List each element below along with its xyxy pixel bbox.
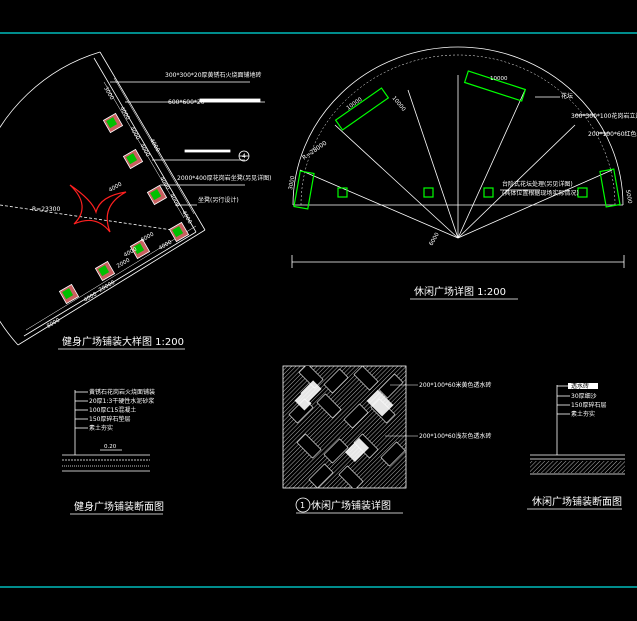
svg-text:4000: 4000 [168, 193, 180, 209]
svg-text:4000: 4000 [83, 291, 99, 303]
svg-text:4000: 4000 [128, 126, 140, 142]
label-bottom: 坐凳(另行设计) [198, 196, 239, 204]
paving-pattern [282, 365, 418, 489]
label-radius-right: R=28000 [301, 140, 328, 162]
label-top2: 600*600*20 [168, 99, 205, 106]
arc-planters [293, 70, 621, 210]
semicircle-arc [292, 46, 624, 206]
leisure-section [530, 385, 625, 475]
svg-text:素土夯实: 素土夯实 [89, 424, 113, 432]
leisure-plaza-plan [291, 46, 625, 268]
left-planters [58, 112, 190, 305]
svg-text:20000: 20000 [98, 280, 117, 294]
marker-number: 4 [242, 153, 246, 160]
svg-text:3000: 3000 [288, 175, 296, 190]
label-r2: 300*300*100花岗岩立边 [571, 112, 637, 120]
tree-star-icon [69, 184, 127, 233]
radius-line [0, 204, 187, 233]
svg-text:2000: 2000 [116, 257, 132, 269]
svg-text:6000: 6000 [140, 231, 156, 243]
left-section-title: 健身广场铺装断面图 [74, 500, 164, 513]
svg-text:6000: 6000 [429, 231, 441, 247]
left-plan-title: 健身广场铺装大样图 1:200 [62, 335, 184, 348]
svg-text:8000: 8000 [46, 317, 62, 329]
label-inner1: 台阶式花坛处理(另见详图) [502, 180, 573, 188]
label-radius: R=23300 [32, 206, 60, 213]
label-r3: 200*100*60红色透水砖 [588, 130, 637, 138]
fitness-plaza-plan [0, 51, 265, 346]
svg-text:透水砖: 透水砖 [571, 382, 589, 390]
right-dimensions: 10000 10000 10000 3000 5000 6000 [288, 76, 632, 247]
svg-text:4000: 4000 [118, 106, 130, 122]
label-mid: 2000*400厚花岗岩坐凳(另见详图) [177, 174, 271, 182]
svg-text:5000: 5000 [624, 189, 632, 204]
right-section-title: 休闲广场铺装断面图 [532, 495, 622, 508]
svg-text:0.20: 0.20 [104, 444, 117, 450]
svg-text:黄锈石花岗岩火烧面铺装: 黄锈石花岗岩火烧面铺装 [89, 388, 155, 396]
arm-lower-outer [17, 229, 206, 346]
svg-text:30厚细沙: 30厚细沙 [571, 392, 597, 400]
svg-text:100厚C15混凝土: 100厚C15混凝土 [89, 406, 136, 414]
label-top1: 300*300*20厚黄锈石火烧面铺地砖 [165, 71, 262, 79]
svg-text:10000: 10000 [390, 95, 406, 113]
svg-text:4000: 4000 [138, 143, 150, 159]
plan-outer-arc [0, 51, 101, 346]
label-r1: 花坛 [561, 92, 573, 100]
detail-number-circle [295, 497, 311, 513]
label-inner2: (具体位置根据现场实际情况) [502, 189, 579, 197]
pattern-title: 休闲广场铺装详图 [311, 499, 391, 512]
svg-text:20厚1:3干硬性水泥砂浆: 20厚1:3干硬性水泥砂浆 [89, 397, 154, 405]
svg-text:4000: 4000 [108, 181, 124, 193]
pattern-label2: 200*100*60浅灰色透水砖 [419, 432, 492, 440]
detail-number: 1 [300, 501, 305, 510]
svg-text:素土夯实: 素土夯实 [571, 410, 595, 418]
svg-text:10000: 10000 [490, 76, 508, 82]
svg-text:150厚碎石层: 150厚碎石层 [571, 401, 606, 409]
svg-text:10000: 10000 [346, 96, 364, 111]
svg-text:150厚碎石垫层: 150厚碎石垫层 [89, 415, 130, 423]
right-plan-title: 休闲广场详图 1:200 [414, 285, 506, 298]
svg-text:3000: 3000 [102, 86, 114, 102]
pattern-label1: 200*100*60米黄色透水砖 [419, 381, 492, 389]
fitness-section [62, 390, 150, 472]
